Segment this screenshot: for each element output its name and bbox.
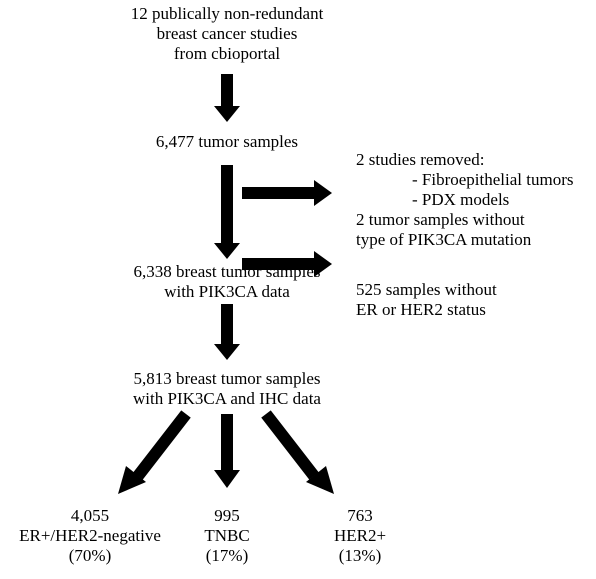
pik3ca-line-2: with PIK3CA data [164, 282, 290, 301]
arrow-right-1 [242, 180, 332, 206]
group-tnbc-percent: (17%) [205, 546, 249, 565]
ihc-line-1: 5,813 breast tumor samples [133, 369, 321, 388]
group-tnbc-label: TNBC [204, 526, 250, 545]
arrow-down-center [214, 414, 240, 488]
group-er-pos-count: 4,055 [70, 506, 110, 525]
group-er-pos-label: ER+/HER2-negative [19, 526, 161, 545]
source-line-2: breast cancer studies [156, 24, 298, 43]
exclusion2-line-2: ER or HER2 status [356, 300, 486, 319]
exclusion1-extra-1: 2 tumor samples without [356, 210, 525, 229]
source-line-3: from cbioportal [173, 44, 281, 63]
pik3ca-line-1: 6,338 breast tumor samples [133, 262, 321, 281]
arrow-down-3 [214, 304, 240, 360]
exclusion1-extra-2: type of PIK3CA mutation [356, 230, 532, 249]
group-er-pos-percent: (70%) [68, 546, 112, 565]
arrow-down-1 [214, 74, 240, 122]
arrow-diag-left [118, 410, 191, 494]
group-her2-pos-percent: (13%) [338, 546, 382, 565]
exclusion1-item-1: - Fibroepithelial tumors [412, 170, 574, 189]
group-er-pos: 4,055 ER+/HER2-negative (70%) [0, 506, 180, 566]
group-her2-pos-count: 763 [347, 506, 373, 525]
group-her2-pos: 763 HER2+ (13%) [300, 506, 420, 566]
exclusion-node-1: 2 studies removed: - Fibroepithelial tum… [356, 150, 592, 250]
ihc-line-2: with PIK3CA and IHC data [133, 389, 321, 408]
exclusion1-item-2: - PDX models [412, 190, 510, 209]
exclusion-node-2: 525 samples without ER or HER2 status [356, 280, 592, 320]
arrow-down-2 [214, 165, 240, 259]
group-tnbc-count: 995 [214, 506, 240, 525]
group-her2-pos-label: HER2+ [333, 526, 387, 545]
exclusion1-header: 2 studies removed: [356, 150, 485, 169]
source-line-1: 12 publically non-redundant [130, 4, 324, 23]
ihc-node: 5,813 breast tumor samples with PIK3CA a… [87, 369, 367, 409]
pik3ca-node: 6,338 breast tumor samples with PIK3CA d… [87, 262, 367, 302]
source-node: 12 publically non-redundant breast cance… [87, 4, 367, 64]
tumor-samples-node: 6,477 tumor samples [87, 132, 367, 152]
exclusion2-line-1: 525 samples without [356, 280, 497, 299]
group-tnbc: 995 TNBC (17%) [167, 506, 287, 566]
tumor-samples-text: 6,477 tumor samples [155, 132, 299, 151]
arrow-diag-right [261, 410, 334, 494]
arrow-right-2 [242, 251, 332, 277]
